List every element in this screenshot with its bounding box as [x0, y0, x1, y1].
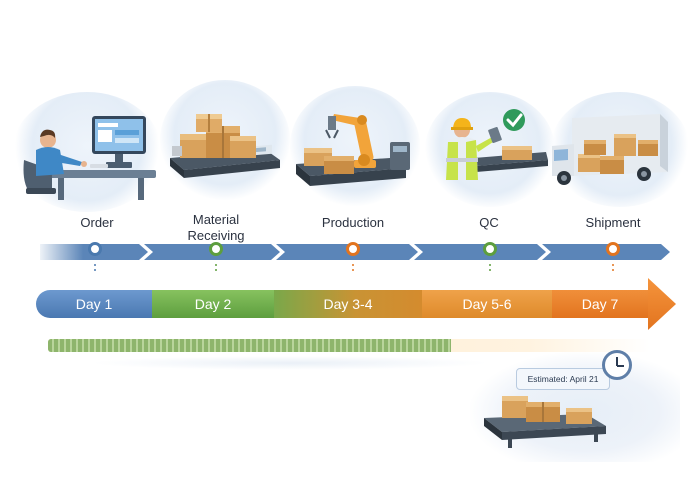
progress-bar — [48, 339, 650, 352]
day-segment-2: Day 2 — [152, 290, 274, 318]
boxes-on-scale-icon — [170, 114, 280, 178]
stage-node-production — [346, 242, 360, 256]
stage-node-order — [88, 242, 102, 256]
qc-illustration-backdrop — [425, 92, 555, 207]
arrow-head — [648, 278, 676, 330]
day-segment-3-4: Day 3-4 — [274, 290, 422, 318]
progress-shadow — [90, 356, 490, 370]
stage-label-shipment: Shipment — [585, 215, 641, 230]
stage-node-shipment — [606, 242, 620, 256]
connector-dots — [215, 264, 217, 274]
connector-dots — [94, 264, 96, 274]
connector-dots — [612, 264, 614, 274]
day-segment-1: Day 1 — [36, 290, 152, 318]
inspector-checkmark-icon — [446, 109, 548, 180]
process-chevron-bar — [40, 244, 680, 260]
day-arrow: Day 1 Day 2 Day 3-4 Day 5-6 Day 7 — [36, 278, 676, 330]
connector-dots — [489, 264, 491, 274]
stage-node-qc — [483, 242, 497, 256]
robot-arm-icon — [296, 114, 410, 186]
chevron-segment — [414, 244, 546, 260]
stage-label-production: Production — [321, 215, 385, 230]
stage-label-order: Order — [80, 215, 114, 230]
estimate-label: Estimated: April 21 — [516, 368, 610, 390]
computer-workstation-icon — [23, 116, 156, 200]
conveyor-boxes-icon — [484, 396, 606, 448]
progress-fill — [48, 339, 452, 352]
clock-icon — [602, 350, 632, 380]
day-segment-5-6: Day 5-6 — [422, 290, 552, 318]
day-segment-7: Day 7 — [552, 290, 648, 318]
stage-label-qc: QC — [479, 215, 499, 230]
stage-node-material-receiving — [209, 242, 223, 256]
stage-label-material-receiving: Material Receiving — [187, 212, 245, 243]
connector-dots — [352, 264, 354, 274]
delivery-truck-icon — [552, 114, 668, 185]
